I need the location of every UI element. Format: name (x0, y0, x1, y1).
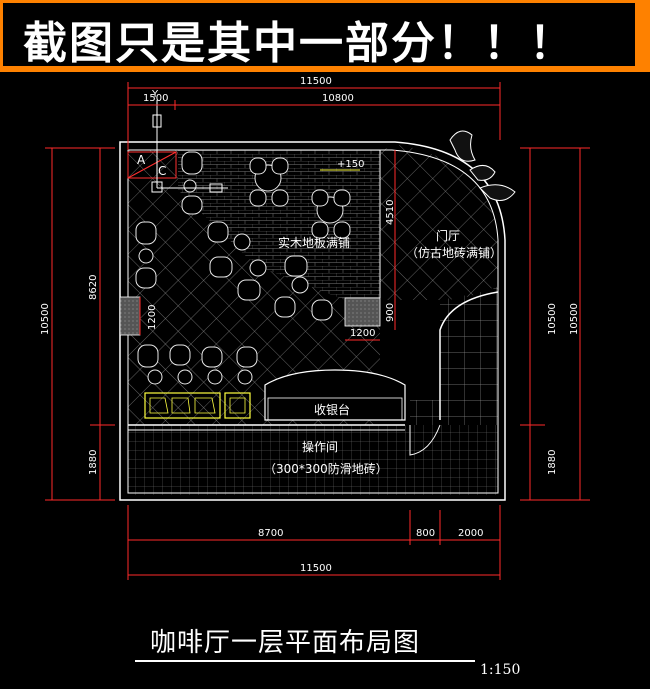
marker-c: C (158, 164, 166, 178)
table (177, 369, 193, 385)
dim-wall-left: 1200 (147, 305, 158, 330)
table (147, 369, 163, 385)
dim-height-4510: 4510 (385, 200, 396, 225)
label-wood-floor: 实木地板满铺 (278, 235, 350, 250)
banner: 截图只是其中一部分！！！ (0, 0, 650, 72)
chair (207, 221, 229, 243)
chair (201, 346, 223, 368)
label-lobby-note: （仿古地砖满铺） (406, 245, 502, 260)
chair (169, 344, 191, 366)
table (233, 233, 251, 251)
lobby-curve-wall (439, 291, 499, 420)
wall-block-left (119, 296, 141, 336)
lobby-floor (380, 145, 498, 300)
label-kitchen-note: （300*300防滑地砖） (264, 461, 388, 476)
chair (181, 151, 203, 175)
dim-bottom-total: 11500 (300, 563, 332, 574)
wall-block-right (344, 297, 381, 327)
chair (249, 189, 267, 207)
sofa-cushions (149, 397, 246, 414)
label-cashier: 收银台 (314, 402, 350, 417)
table (249, 259, 267, 277)
door-swing (409, 424, 441, 456)
wood-floor-area (178, 150, 380, 300)
table (237, 369, 253, 385)
level-label: +150 (337, 159, 364, 170)
table (291, 276, 309, 294)
dim-bottom-right: 2000 (458, 528, 483, 539)
table (183, 179, 197, 193)
chair (311, 189, 329, 207)
inner-wall (127, 149, 499, 494)
sofa (144, 392, 221, 419)
marker-a: A (137, 153, 146, 167)
banner-inner: 截图只是其中一部分！！！ (3, 3, 635, 69)
dim-top-right: 10800 (322, 93, 354, 104)
table (138, 248, 154, 264)
chair (311, 299, 333, 321)
chair (271, 157, 289, 175)
dim-left-lower: 1880 (88, 450, 99, 475)
sofa-2 (224, 392, 251, 419)
chair (137, 344, 159, 368)
dim-bottom-left: 8700 (258, 528, 283, 539)
chair (311, 221, 329, 239)
table (207, 369, 223, 385)
dim-wall-right: 1200 (350, 328, 375, 339)
label-lobby: 门厅 (436, 228, 460, 243)
dim-top-left: 1500 (143, 93, 168, 104)
chair (271, 189, 289, 207)
chair (249, 157, 267, 175)
dim-right-lower: 1880 (547, 450, 558, 475)
label-kitchen: 操作间 (302, 439, 338, 454)
marker-y: Y (151, 89, 159, 100)
chair (274, 296, 296, 318)
dim-bottom-mid: 800 (416, 528, 435, 539)
cashier-counter (264, 369, 406, 421)
dim-right-outer: 10500 (547, 303, 558, 335)
kitchen-floor (128, 425, 498, 495)
chair (237, 279, 261, 301)
chair (333, 221, 351, 239)
scale-label: 1:150 (480, 662, 521, 678)
chair (135, 221, 157, 245)
plant-top (449, 130, 516, 201)
dim-height-900: 900 (385, 303, 396, 322)
chair (181, 195, 203, 215)
dim-lines (45, 82, 590, 580)
axis-marker: A C Y (127, 89, 228, 193)
banner-text: 截图只是其中一部分！！！ (23, 18, 575, 69)
page-title: 咖啡厅一层平面布局图 (150, 628, 421, 658)
dim-left-upper: 8620 (88, 275, 99, 300)
dim-right-inner: 10500 (569, 303, 580, 335)
cashier-desk (267, 397, 403, 421)
chair (284, 255, 308, 277)
floor-plan: A C Y +150 11500 1500 10800 8700 8 (40, 76, 590, 580)
chair (236, 346, 258, 368)
chair (135, 267, 157, 289)
chair (209, 256, 233, 278)
title-underline (135, 660, 475, 662)
chair (333, 189, 351, 207)
dim-top-total: 11500 (300, 76, 332, 87)
dim-left-outer: 10500 (40, 303, 51, 335)
furniture (135, 151, 351, 385)
right-grid-floor (410, 285, 498, 425)
